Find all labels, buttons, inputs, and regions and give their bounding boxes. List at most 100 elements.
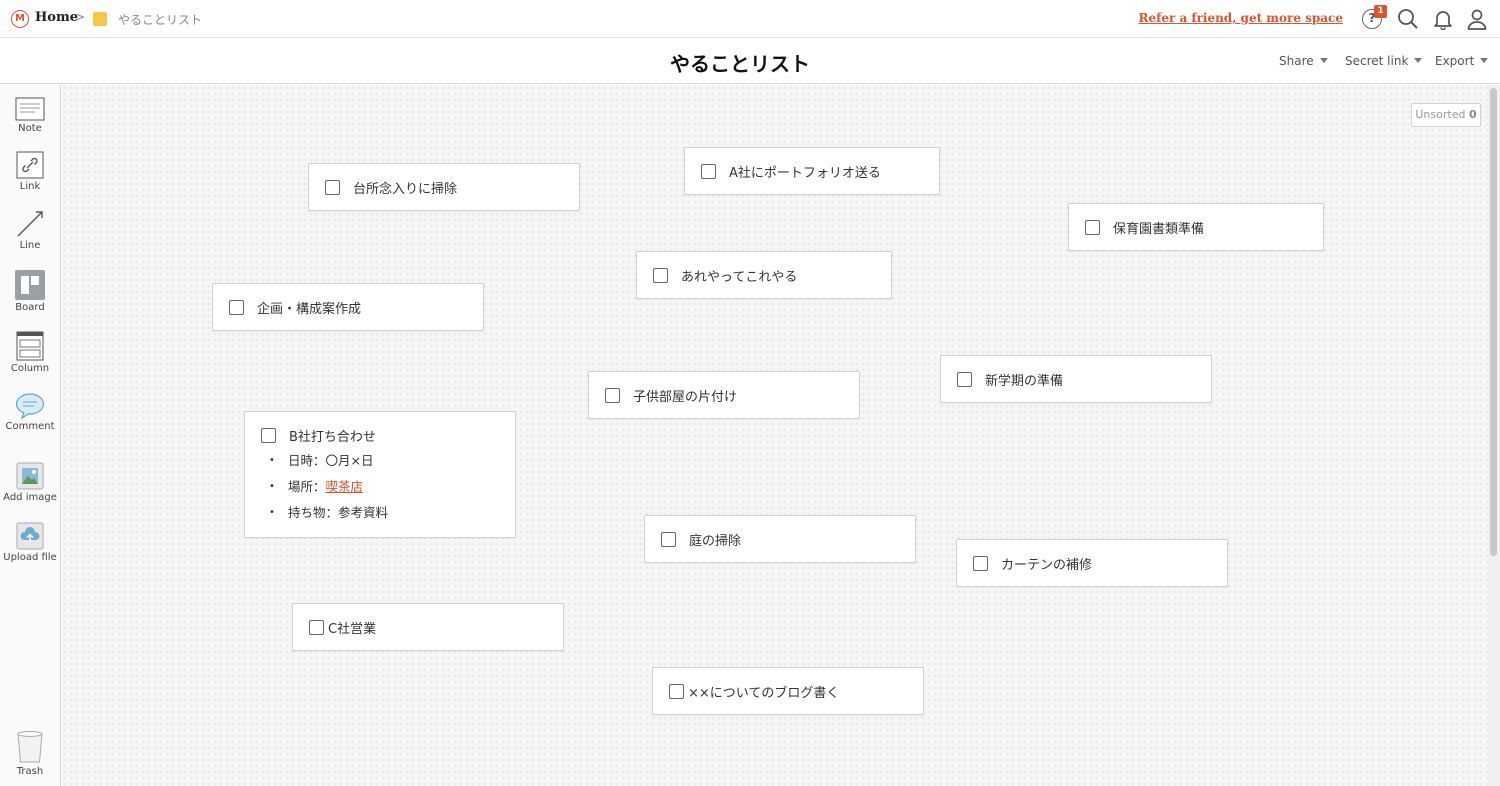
task-card[interactable]: カーテンの補修: [956, 539, 1228, 587]
task-checkbox[interactable]: [669, 683, 684, 699]
board-icon: [15, 270, 45, 300]
tool-board[interactable]: Board: [0, 270, 60, 313]
tool-comment[interactable]: Comment: [0, 393, 60, 432]
task-checkbox[interactable]: [325, 179, 340, 195]
top-bar: M Home > やることリスト Refer a friend, get mor…: [0, 0, 1500, 38]
task-card[interactable]: 台所念入りに掃除: [308, 163, 580, 211]
task-text: カーテンの補修: [1001, 557, 1093, 573]
task-card[interactable]: 新学期の準備: [940, 355, 1212, 403]
secret-link-label: Secret link: [1345, 54, 1409, 68]
task-checkbox[interactable]: [701, 163, 716, 179]
image-icon: [16, 462, 44, 490]
home-link[interactable]: Home: [35, 10, 78, 25]
task-checkbox[interactable]: [653, 267, 668, 283]
column-icon: [16, 331, 44, 361]
tool-add-image[interactable]: Add image: [0, 462, 60, 503]
task-checkbox[interactable]: [605, 387, 620, 403]
list-item: 日時：〇月×日: [269, 452, 388, 478]
tool-link[interactable]: Link: [0, 151, 60, 192]
caret-down-icon: [1414, 58, 1423, 63]
help-icon[interactable]: ?: [1362, 9, 1382, 29]
tool-column[interactable]: Column: [0, 331, 60, 374]
breadcrumb-separator-icon: >: [75, 10, 86, 24]
task-checkbox[interactable]: [309, 619, 324, 635]
link-icon: [16, 151, 44, 179]
tool-link-label: Link: [19, 181, 41, 192]
task-checkbox[interactable]: [261, 427, 276, 443]
tool-comment-label: Comment: [5, 421, 55, 432]
tool-upload-file-label: Upload file: [3, 552, 57, 563]
tool-upload-file[interactable]: Upload file: [0, 522, 60, 563]
task-checkbox[interactable]: [661, 531, 676, 547]
left-toolbar: Note Link Line Board Column: [0, 85, 61, 786]
task-text: 企画・構成案作成: [257, 301, 362, 317]
scrollbar-thumb[interactable]: [1490, 88, 1497, 556]
meeting-details-list: 日時：〇月×日 場所：喫茶店 持ち物：参考資料: [269, 452, 388, 530]
caret-down-icon: [1480, 58, 1489, 63]
task-text: A社にポートフォリオ送る: [729, 165, 881, 181]
caret-down-icon: [1319, 58, 1328, 63]
task-text: C社営業: [328, 621, 377, 637]
secret-link-menu[interactable]: Secret link: [1345, 54, 1423, 68]
user-icon[interactable]: [1466, 8, 1488, 30]
breadcrumb-board[interactable]: やることリスト: [118, 13, 203, 27]
milanote-logo-icon[interactable]: M: [11, 10, 29, 28]
tool-board-label: Board: [15, 302, 45, 313]
list-item: 持ち物：参考資料: [269, 504, 388, 530]
tool-note-label: Note: [18, 123, 42, 134]
unsorted-label: Unsorted: [1415, 108, 1466, 121]
task-card[interactable]: A社にポートフォリオ送る: [684, 147, 940, 195]
task-text: 子供部屋の片付け: [633, 389, 738, 405]
unsorted-button[interactable]: Unsorted 0: [1411, 103, 1481, 127]
task-text: 保育園書類準備: [1113, 221, 1205, 237]
help-notification-badge: 1: [1374, 5, 1387, 18]
tool-note[interactable]: Note: [0, 97, 60, 134]
list-item: 場所：喫茶店: [269, 478, 388, 504]
vertical-scrollbar[interactable]: [1488, 85, 1500, 786]
board-color-icon: [93, 12, 107, 26]
place-label: 場所：: [288, 479, 326, 494]
note-icon: [15, 97, 45, 121]
tool-line-label: Line: [19, 240, 41, 251]
task-text: 新学期の準備: [985, 373, 1064, 389]
task-checkbox[interactable]: [957, 371, 972, 387]
task-checkbox[interactable]: [973, 555, 988, 571]
task-card[interactable]: 庭の掃除: [644, 515, 916, 563]
page-title[interactable]: やることリスト: [670, 52, 810, 76]
date-value: 〇月×日: [325, 453, 374, 468]
export-label: Export: [1435, 54, 1475, 68]
upload-icon: [16, 522, 44, 550]
task-card[interactable]: C社営業: [292, 603, 564, 651]
unsorted-count: 0: [1468, 108, 1477, 121]
trash[interactable]: Trash: [0, 730, 60, 777]
task-card[interactable]: 保育園書類準備: [1068, 203, 1324, 251]
share-label: Share: [1279, 54, 1314, 68]
task-card[interactable]: 子供部屋の片付け: [588, 371, 860, 419]
bell-icon[interactable]: [1432, 8, 1454, 30]
comment-icon: [15, 393, 45, 419]
task-card[interactable]: 企画・構成案作成: [212, 283, 484, 331]
trash-icon: [17, 731, 43, 763]
task-text: 庭の掃除: [689, 533, 742, 549]
task-card[interactable]: あれやってこれやる: [636, 251, 892, 299]
task-card-meeting[interactable]: B社打ち合わせ 日時：〇月×日 場所：喫茶店 持ち物：参考資料: [244, 411, 516, 538]
tool-trash-label: Trash: [16, 766, 44, 777]
line-icon: [17, 211, 43, 237]
task-text: B社打ち合わせ: [289, 429, 376, 445]
search-icon[interactable]: [1397, 8, 1419, 30]
venue-link[interactable]: 喫茶店: [325, 479, 364, 494]
share-menu[interactable]: Share: [1279, 54, 1328, 68]
title-bar: やることリスト Share Secret link Export: [0, 38, 1500, 84]
export-menu[interactable]: Export: [1435, 54, 1489, 68]
task-text: ××についてのブログ書く: [688, 685, 840, 701]
items-label: 持ち物：: [288, 505, 339, 520]
items-value: 参考資料: [338, 505, 389, 520]
task-checkbox[interactable]: [229, 299, 244, 315]
date-label: 日時：: [288, 453, 326, 468]
task-text: 台所念入りに掃除: [353, 181, 458, 197]
tool-line[interactable]: Line: [0, 210, 60, 251]
refer-friend-link[interactable]: Refer a friend, get more space: [1138, 11, 1343, 25]
task-card[interactable]: ××についてのブログ書く: [652, 667, 924, 715]
task-text: あれやってこれやる: [681, 269, 798, 285]
task-checkbox[interactable]: [1085, 219, 1100, 235]
